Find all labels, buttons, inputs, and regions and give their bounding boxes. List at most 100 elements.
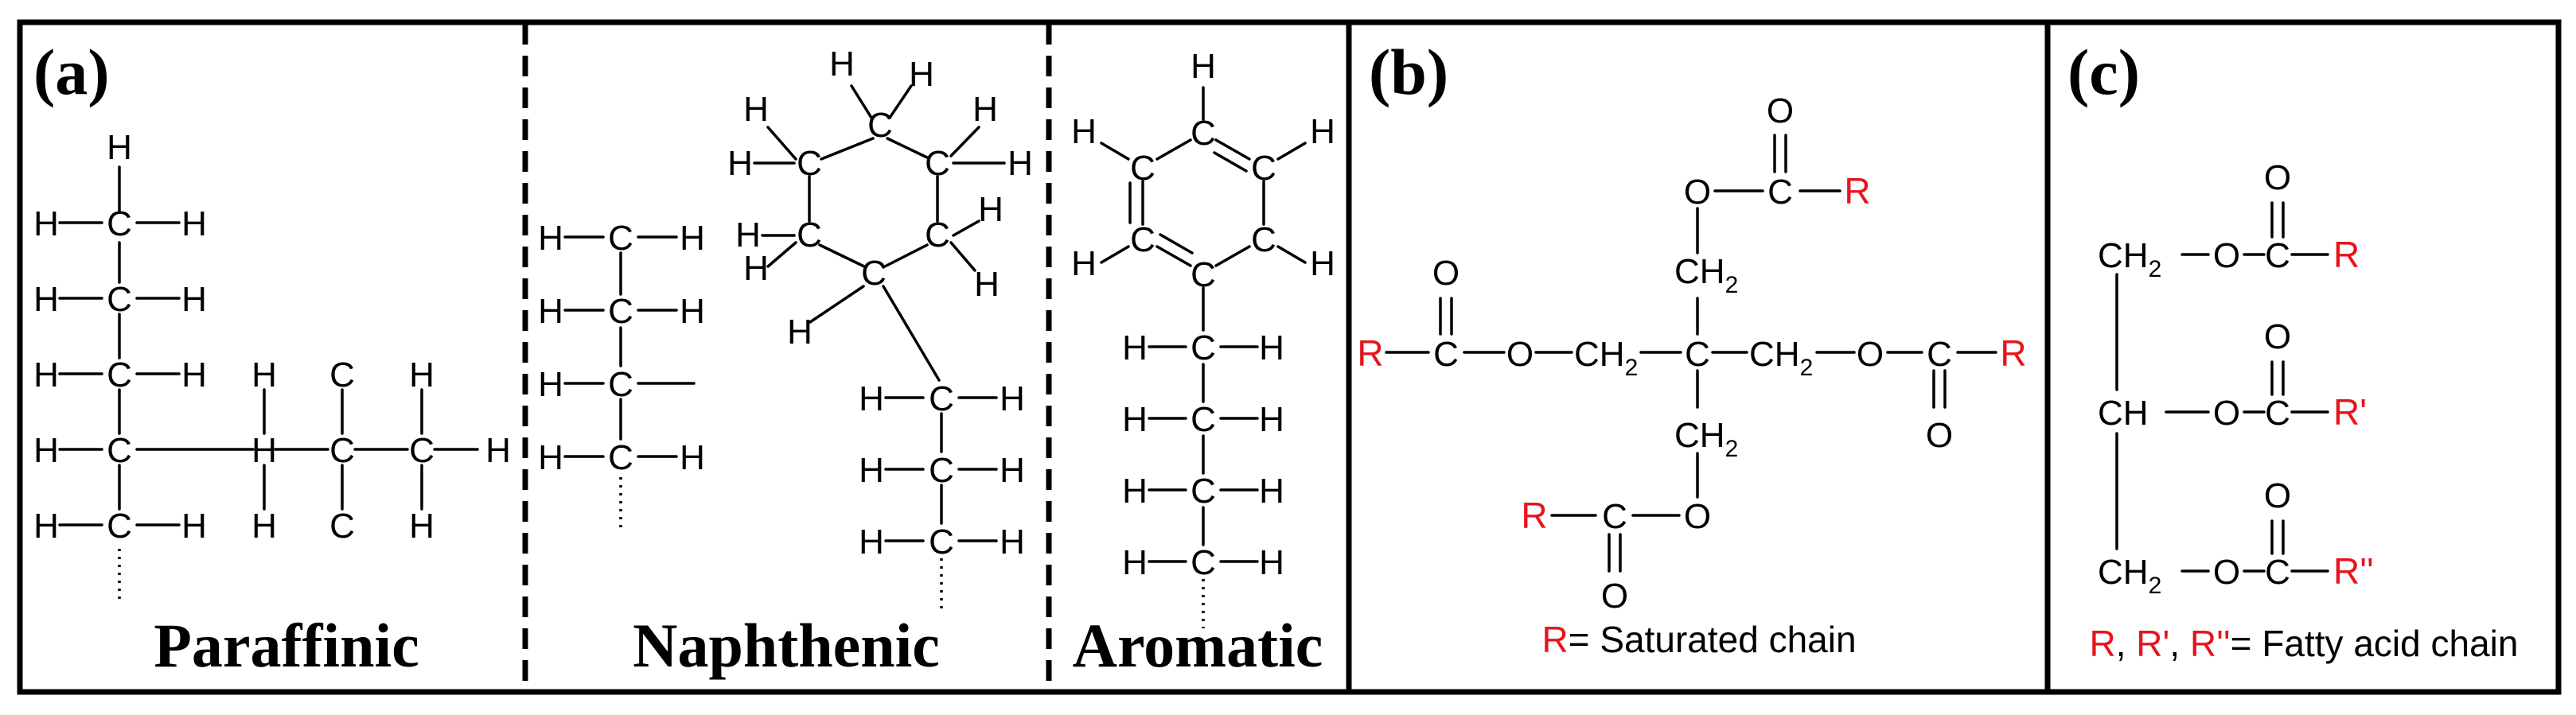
- atom-label: R: [1844, 170, 1870, 212]
- caption-naphthenic: Naphthenic: [633, 611, 940, 680]
- atom-label: H: [33, 356, 59, 394]
- atom-label: C: [797, 144, 822, 183]
- atom-label: C: [867, 106, 893, 145]
- atom-label: C: [107, 280, 132, 319]
- atom-label: C: [1251, 220, 1276, 259]
- text-span: 2: [2149, 256, 2162, 282]
- atom-label: R: [1521, 495, 1547, 536]
- bond-line: [809, 285, 865, 324]
- atom-label: H: [1122, 472, 1148, 511]
- atom-label: H: [978, 190, 1004, 229]
- atom-label: H: [1000, 523, 1025, 562]
- atom-label: H: [1310, 244, 1335, 283]
- atom-label: H: [859, 523, 884, 562]
- atom-label: C: [925, 144, 950, 183]
- atom-label: H: [1259, 328, 1284, 367]
- text-span: CH: [2098, 236, 2149, 275]
- atom-label: C: [107, 356, 132, 394]
- atom-label: H: [485, 431, 511, 470]
- panel-label-a: (a): [33, 36, 110, 108]
- atom-label: H: [181, 356, 207, 394]
- bond-line: [1214, 245, 1251, 267]
- atom-label: CH2: [1674, 252, 1738, 298]
- atom-label: C: [1927, 335, 1952, 374]
- bond-line: [882, 285, 941, 382]
- bond-line: [1214, 138, 1251, 161]
- atom-label: H: [743, 90, 769, 129]
- text-span: R': [2136, 623, 2169, 664]
- atom-label: C: [2265, 236, 2290, 275]
- bond-line: [949, 126, 980, 157]
- atom-label: H: [251, 356, 277, 394]
- atom-label: H: [1122, 543, 1148, 582]
- atom-label: C: [925, 216, 950, 255]
- text-span: 2: [1625, 355, 1639, 381]
- bond-line: [820, 137, 875, 161]
- atom-label: C: [1602, 497, 1627, 536]
- caption-aromatic: Aromatic: [1073, 611, 1323, 680]
- atom-label: C: [1191, 255, 1216, 294]
- atom-label: R: [2000, 332, 2026, 374]
- text-span: CH: [1674, 416, 1725, 455]
- atom-label: H: [909, 55, 934, 94]
- atom-label: O: [2213, 553, 2240, 592]
- atom-label: C: [329, 356, 355, 394]
- atom-label: C: [1433, 335, 1459, 374]
- bond-line: [1276, 142, 1307, 161]
- atom-label: CH2: [2098, 236, 2161, 282]
- text-span: CH: [2098, 553, 2149, 592]
- atom-label: O: [1857, 335, 1884, 374]
- atom-label: C: [797, 216, 822, 255]
- atom-label: C: [2265, 553, 2290, 592]
- text-span: R'': [2190, 623, 2231, 664]
- caption-paraffinic: Paraffinic: [154, 611, 419, 680]
- atom-label: C: [1767, 173, 1793, 212]
- atom-label: H: [1071, 244, 1097, 283]
- paraffinic-structure: H H C H H C H H C H H C H C H H H H C C …: [33, 128, 511, 604]
- atom-label: H: [181, 507, 207, 546]
- atom-label: H: [1122, 400, 1148, 439]
- bond-line: [1100, 142, 1130, 161]
- atom-label: H: [859, 451, 884, 490]
- atom-label: O: [1767, 91, 1794, 130]
- atom-label: C: [1191, 328, 1216, 367]
- atom-label: H: [829, 45, 855, 84]
- atom-label: R: [2333, 234, 2360, 275]
- atom-label: H: [107, 128, 132, 167]
- atom-label: H: [1000, 451, 1025, 490]
- atom-label: H: [33, 280, 59, 319]
- text-span: 2: [1725, 436, 1739, 462]
- atom-label: H: [680, 292, 705, 331]
- atom-label: H: [538, 365, 563, 404]
- atom-label: H: [972, 90, 998, 129]
- atom-label: C: [1191, 114, 1216, 153]
- text-span: R: [1541, 619, 1568, 660]
- atom-label: H: [1310, 112, 1335, 151]
- atom-label: C: [329, 507, 355, 546]
- atom-label: H: [538, 219, 563, 258]
- atom-label: C: [1191, 543, 1216, 582]
- atom-label: H: [1259, 400, 1284, 439]
- atom-label: H: [251, 507, 277, 546]
- atom-label: C: [329, 431, 355, 470]
- atom-label: H: [181, 280, 207, 319]
- atom-label: C: [1251, 149, 1276, 188]
- atom-label: CH: [2098, 394, 2149, 433]
- atom-label: H: [1259, 472, 1284, 511]
- atom-label: H: [409, 507, 435, 546]
- atom-label: H: [1191, 47, 1216, 86]
- atom-label: C: [107, 507, 132, 546]
- atom-label: H: [409, 356, 435, 394]
- atom-label: CH2: [1674, 416, 1738, 462]
- atom-label: H: [251, 431, 277, 470]
- bond-line: [886, 137, 929, 159]
- atom-label: O: [1506, 335, 1534, 374]
- text-span: ,: [2169, 623, 2190, 664]
- bond-line: [1100, 245, 1130, 264]
- atom-label: H: [33, 507, 59, 546]
- bond-line: [818, 243, 867, 269]
- text-span: CH: [1749, 335, 1800, 374]
- atom-label: C: [608, 219, 633, 258]
- atom-label: O: [2264, 158, 2291, 197]
